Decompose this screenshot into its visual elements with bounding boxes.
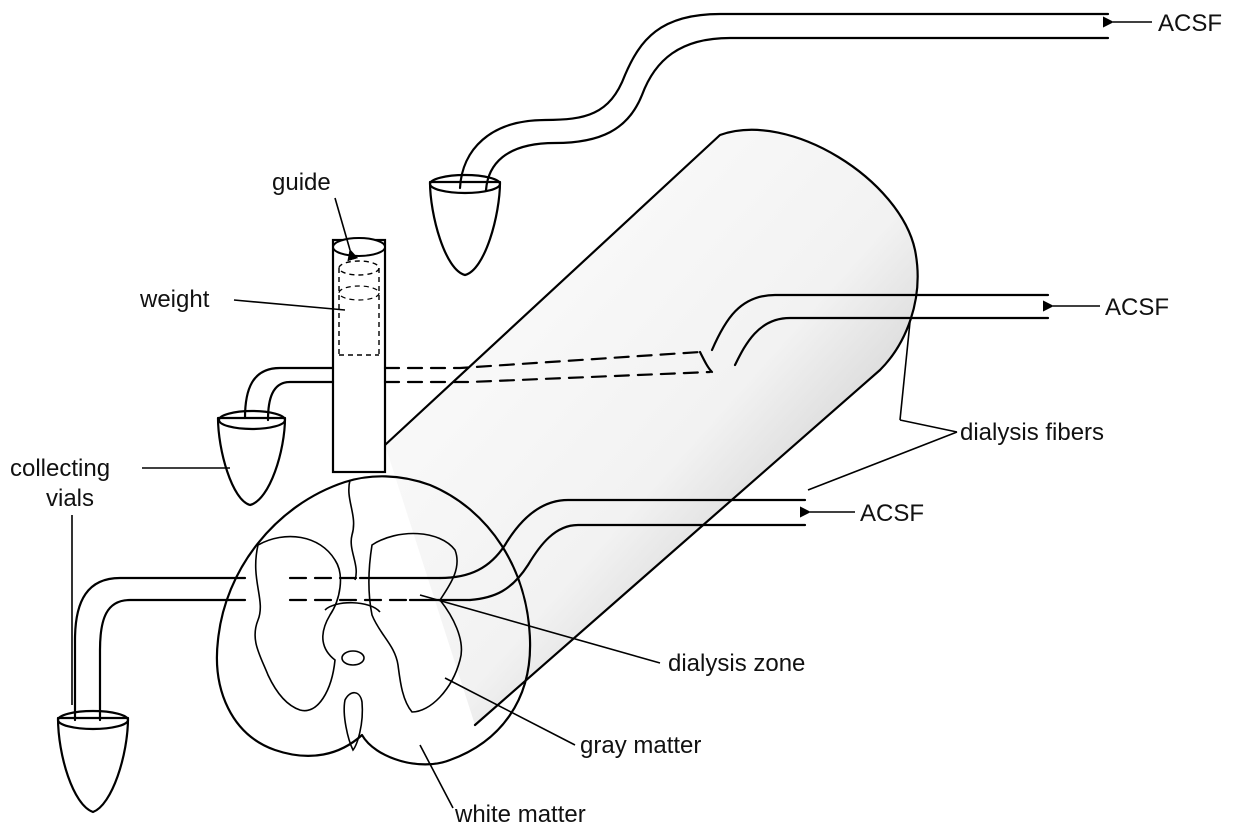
label-guide: guide xyxy=(272,169,331,196)
guide-tube xyxy=(333,238,385,472)
label-white-matter: white matter xyxy=(454,801,586,828)
label-vials: vials xyxy=(46,485,94,512)
label-gray-matter: gray matter xyxy=(580,732,701,759)
label-acsf-top: ACSF xyxy=(1158,10,1222,37)
label-dialysis-fibers: dialysis fibers xyxy=(960,419,1104,446)
label-acsf-middle: ACSF xyxy=(1105,294,1169,321)
label-dialysis-zone: dialysis zone xyxy=(668,650,805,677)
collecting-vial-bottom xyxy=(58,711,128,812)
spinal-cord-cylinder xyxy=(385,130,918,725)
collecting-vial-top xyxy=(430,175,500,275)
collecting-vial-middle xyxy=(218,411,285,505)
label-acsf-lower: ACSF xyxy=(860,500,924,527)
label-weight: weight xyxy=(139,286,210,313)
label-collecting: collecting xyxy=(10,455,110,482)
